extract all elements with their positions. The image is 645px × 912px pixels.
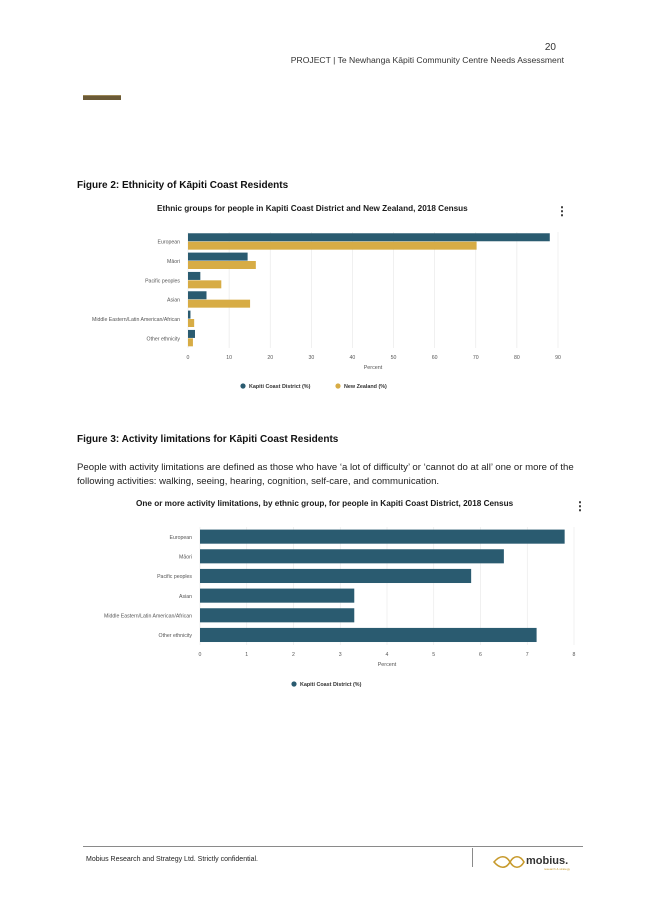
category-label: Middle Eastern/Latin American/African <box>92 317 180 323</box>
category-label: Asian <box>167 298 180 304</box>
footer-text: Mobius Research and Strategy Ltd. Strict… <box>86 856 258 863</box>
x-tick-label: 70 <box>473 355 479 361</box>
x-tick-label: 8 <box>573 652 576 658</box>
category-label: European <box>170 535 193 541</box>
bar <box>188 338 193 347</box>
legend-marker <box>240 383 246 389</box>
page-number: 20 <box>544 42 556 53</box>
bar <box>188 233 550 242</box>
x-tick-label: 1 <box>245 652 248 658</box>
logo-tagline: research & strategy <box>544 867 571 871</box>
category-label: Māori <box>167 259 180 265</box>
x-tick-label: 60 <box>432 355 438 361</box>
x-axis-label: Percent <box>364 365 383 371</box>
x-tick-label: 20 <box>267 355 273 361</box>
body-paragraph: People with activity limitations are def… <box>77 462 574 487</box>
legend-marker <box>291 681 297 687</box>
footer-separator <box>472 848 473 867</box>
legend-label: Kapiti Coast District (%) <box>249 384 311 390</box>
bar <box>188 299 251 308</box>
bar <box>188 319 195 327</box>
bar <box>200 529 565 544</box>
category-label: Asian <box>179 594 192 600</box>
logo-wordmark: mobius. <box>526 855 568 867</box>
x-tick-label: 6 <box>479 652 482 658</box>
x-tick-label: 80 <box>514 355 520 361</box>
legend-marker <box>335 383 341 389</box>
mobius-logo-mark: mobius. research & strategy <box>492 855 571 871</box>
category-label: Middle Eastern/Latin American/African <box>104 614 192 620</box>
bar <box>188 241 477 250</box>
x-tick-label: 50 <box>391 355 397 361</box>
bar <box>188 271 201 280</box>
chart-1-title: Ethnic groups for people in Kapiti Coast… <box>157 204 468 213</box>
x-tick-label: 4 <box>386 652 389 658</box>
bar <box>188 310 191 319</box>
bar <box>188 252 248 261</box>
document-header: PROJECT | Te Newhanga Kāpiti Community C… <box>290 55 564 65</box>
x-axis-label: Percent <box>378 662 397 668</box>
x-tick-label: 5 <box>432 652 435 658</box>
bar <box>200 568 472 584</box>
category-label: Māori <box>179 555 192 561</box>
x-tick-label: 2 <box>292 652 295 658</box>
bar <box>200 627 537 643</box>
bar <box>188 329 195 338</box>
bar <box>188 291 207 300</box>
x-tick-label: 3 <box>339 652 342 658</box>
category-label: Other ethnicity <box>147 336 181 342</box>
x-tick-label: 30 <box>308 355 314 361</box>
x-tick-label: 40 <box>350 355 356 361</box>
x-tick-label: 90 <box>555 355 561 361</box>
bar <box>200 549 504 564</box>
category-label: Other ethnicity <box>159 633 193 639</box>
x-tick-label: 0 <box>199 652 202 658</box>
legend-label: New Zealand (%) <box>344 384 387 390</box>
bar <box>188 280 222 289</box>
chart-2-title: One or more activity limitations, by eth… <box>136 499 514 508</box>
category-label: Pacific peoples <box>157 574 192 580</box>
mobius-logo: mobius. research & strategy <box>492 852 572 877</box>
bar <box>188 261 256 269</box>
x-tick-label: 0 <box>187 355 190 361</box>
x-tick-label: 10 <box>226 355 232 361</box>
accent-bar <box>83 95 121 100</box>
kebab-menu-icon[interactable]: ⋮ <box>574 499 586 513</box>
footer-rule <box>83 846 583 847</box>
bar <box>200 608 355 623</box>
category-label: European <box>158 240 181 246</box>
category-label: Pacific peoples <box>145 278 180 284</box>
legend-label: Kapiti Coast District (%) <box>300 682 362 688</box>
bar <box>200 588 355 603</box>
x-tick-label: 7 <box>526 652 529 658</box>
kebab-menu-icon[interactable]: ⋮ <box>556 204 568 218</box>
figure-2-caption: Figure 2: Ethnicity of Kāpiti Coast Resi… <box>77 180 289 191</box>
figure-3-caption: Figure 3: Activity limitations for Kāpit… <box>77 434 339 445</box>
